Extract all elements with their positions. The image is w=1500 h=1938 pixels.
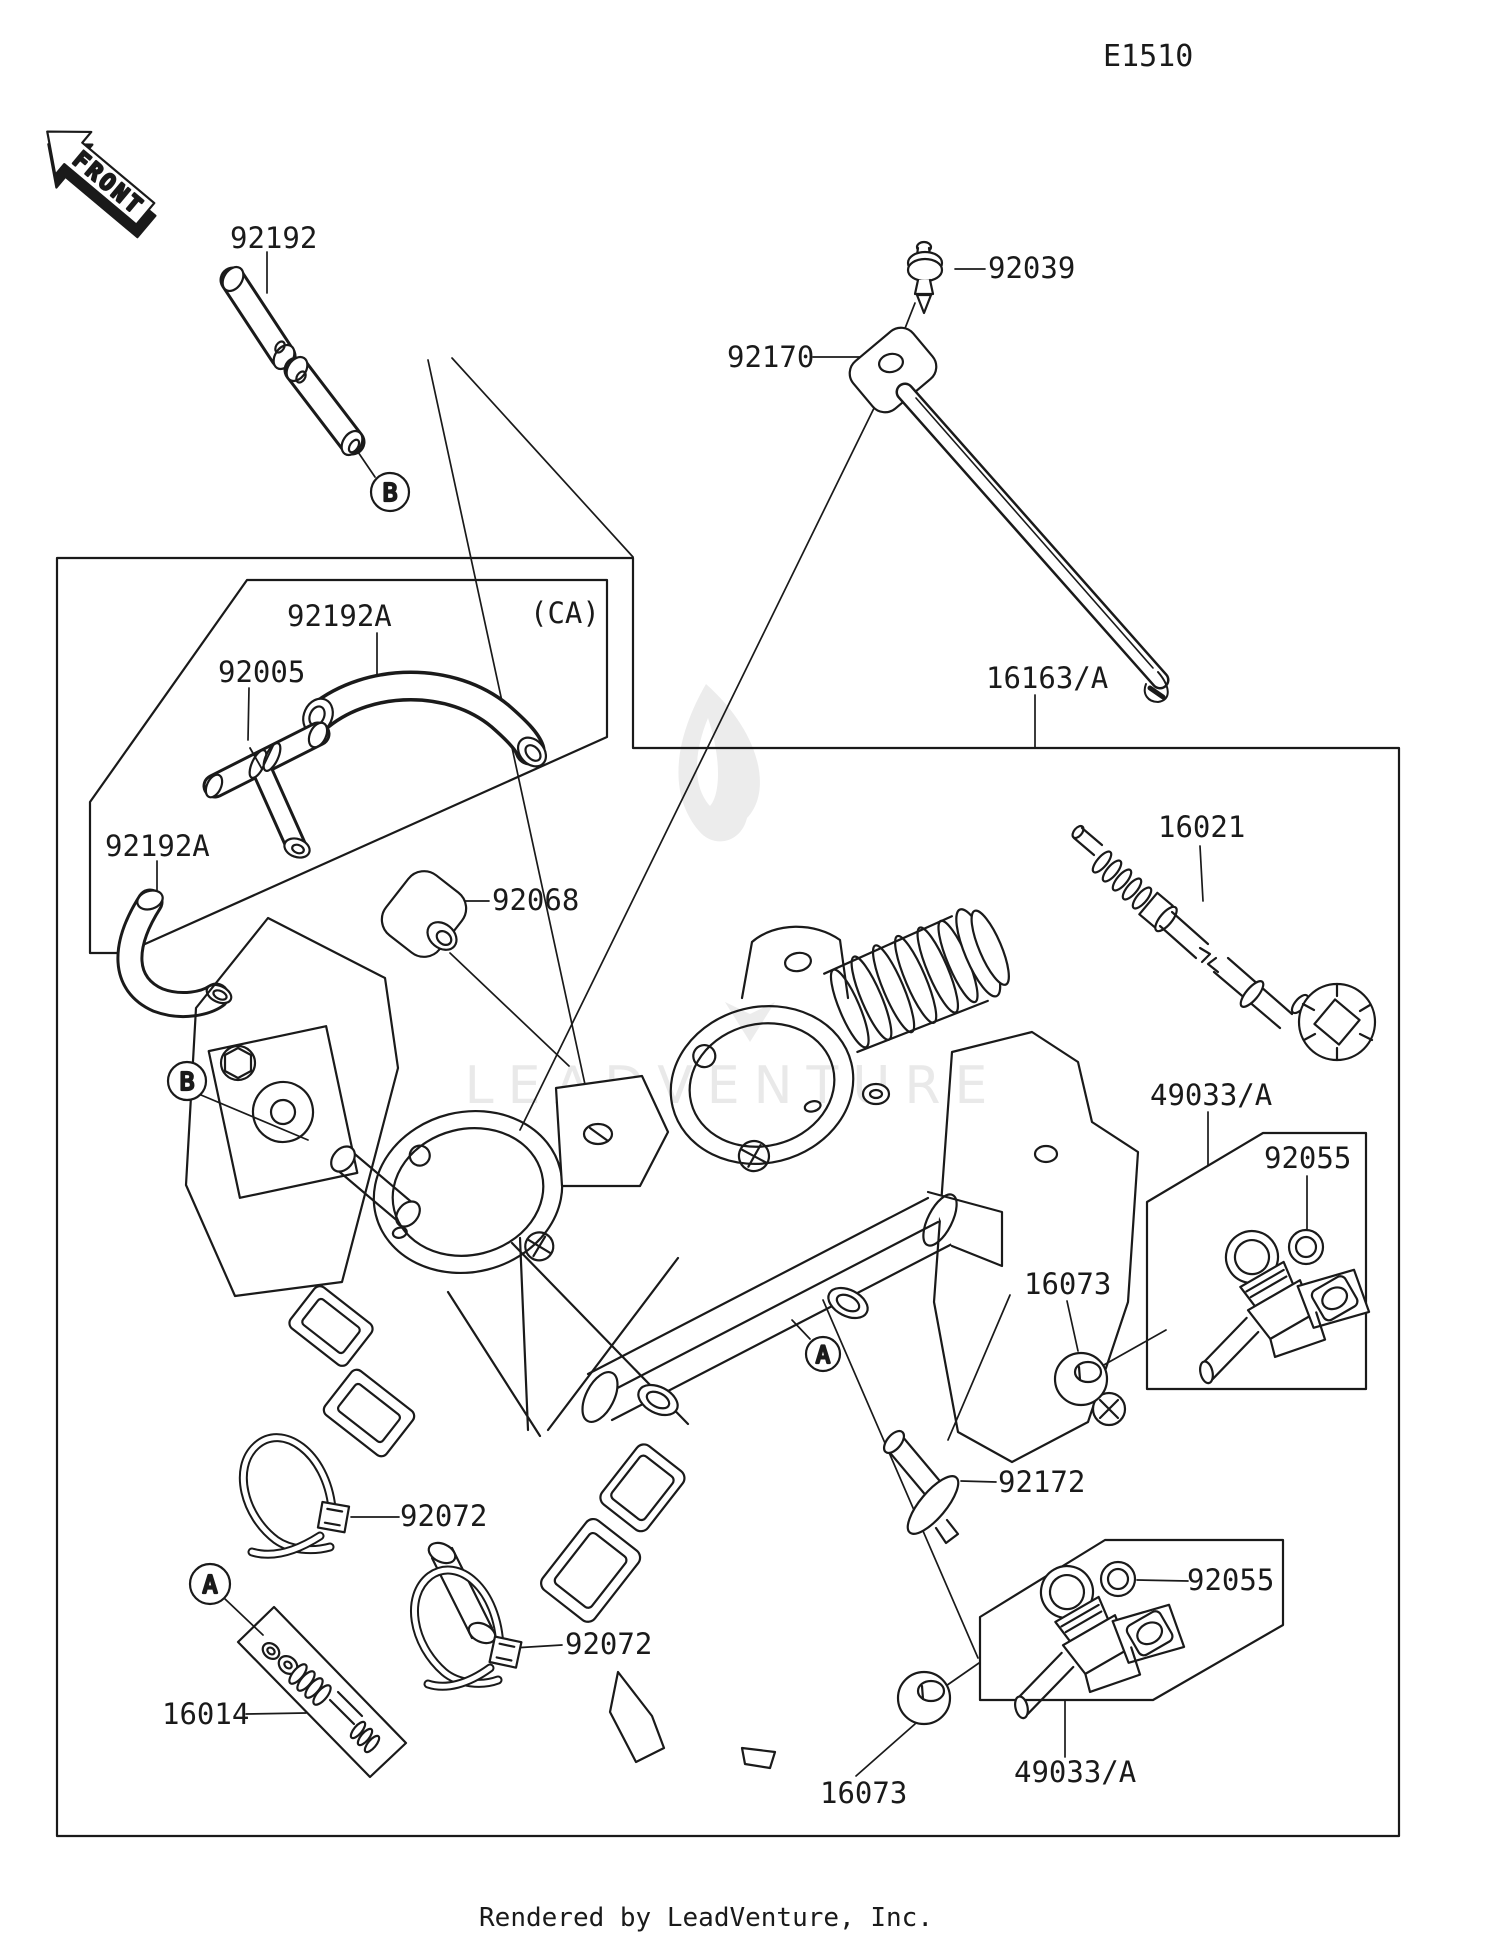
outer-box — [55, 556, 1401, 1838]
part-49033-injector-1 — [1199, 1229, 1371, 1385]
footer-credit: Rendered by LeadVenture, Inc. — [479, 1903, 933, 1933]
part-label-92055-1[interactable]: 92055 — [1264, 1141, 1352, 1175]
part-92192-tubes — [219, 265, 366, 457]
page-code: E1510 — [1103, 39, 1194, 74]
part-92172-bolt — [882, 1429, 960, 1545]
part-label-92192a-top[interactable]: 92192A — [287, 599, 392, 633]
svg-text:A: A — [816, 1341, 831, 1369]
part-label-92072-2[interactable]: 92072 — [565, 1627, 653, 1661]
ca-region-note: (CA) — [530, 596, 600, 630]
part-label-49033a-1[interactable]: 49033/A — [1150, 1078, 1273, 1112]
watermark-flame-icon — [678, 684, 775, 1042]
svg-text:B: B — [179, 1067, 194, 1096]
part-92192a-hose-top — [302, 670, 548, 768]
part-92068-cap — [380, 870, 468, 958]
part-label-92192[interactable]: 92192 — [230, 221, 318, 255]
part-92072-tie-2 — [409, 1565, 523, 1691]
leader-lines — [156, 251, 1308, 1777]
callout-b-left[interactable]: B — [166, 1060, 208, 1102]
part-label-16021[interactable]: 16021 — [1158, 810, 1246, 844]
part-92055-oring-1 — [1287, 1228, 1325, 1266]
throttle-body — [184, 908, 1140, 1770]
part-16021-cable — [1071, 824, 1377, 1062]
part-92072-tie-1 — [238, 1433, 351, 1559]
part-label-92172[interactable]: 92172 — [998, 1465, 1086, 1499]
part-49033-injector-2 — [1014, 1564, 1186, 1720]
part-92055-oring-2 — [1099, 1560, 1137, 1598]
part-label-92072-1[interactable]: 92072 — [400, 1499, 488, 1533]
part-label-16073-1[interactable]: 16073 — [1024, 1267, 1112, 1301]
part-92039-rivet — [906, 240, 944, 315]
part-label-16163a[interactable]: 16163/A — [986, 661, 1109, 695]
part-label-92068[interactable]: 92068 — [492, 883, 580, 917]
part-92170-strap — [848, 326, 1170, 703]
part-label-16014[interactable]: 16014 — [162, 1697, 250, 1731]
part-label-92192a-left[interactable]: 92192A — [105, 829, 210, 863]
callout-a-kit[interactable]: A — [188, 1562, 232, 1606]
injector-box-1 — [1145, 1131, 1368, 1391]
part-16073-washer-1 — [1053, 1351, 1109, 1407]
front-arrow-icon: FRONT — [46, 130, 157, 239]
part-label-92055-2[interactable]: 92055 — [1187, 1563, 1275, 1597]
part-label-16073-2[interactable]: 16073 — [820, 1776, 908, 1810]
callout-b-top[interactable]: B — [369, 471, 411, 513]
leader-callout-b-left — [200, 1094, 309, 1141]
svg-text:B: B — [382, 478, 397, 507]
callout-a-mid[interactable]: A — [804, 1335, 842, 1373]
part-92005-fitting — [202, 721, 331, 859]
part-label-92005[interactable]: 92005 — [218, 655, 306, 689]
injector-box-2 — [978, 1538, 1285, 1702]
kit-box-16014 — [236, 1605, 408, 1779]
part-label-92170[interactable]: 92170 — [727, 340, 815, 374]
part-16073-washer-2 — [896, 1670, 952, 1726]
part-label-92039[interactable]: 92039 — [988, 251, 1076, 285]
part-16014-kit — [261, 1642, 381, 1754]
svg-text:A: A — [202, 1570, 217, 1599]
part-label-49033a-2[interactable]: 49033/A — [1014, 1755, 1137, 1789]
part-92192a-hose-left — [116, 888, 233, 1019]
